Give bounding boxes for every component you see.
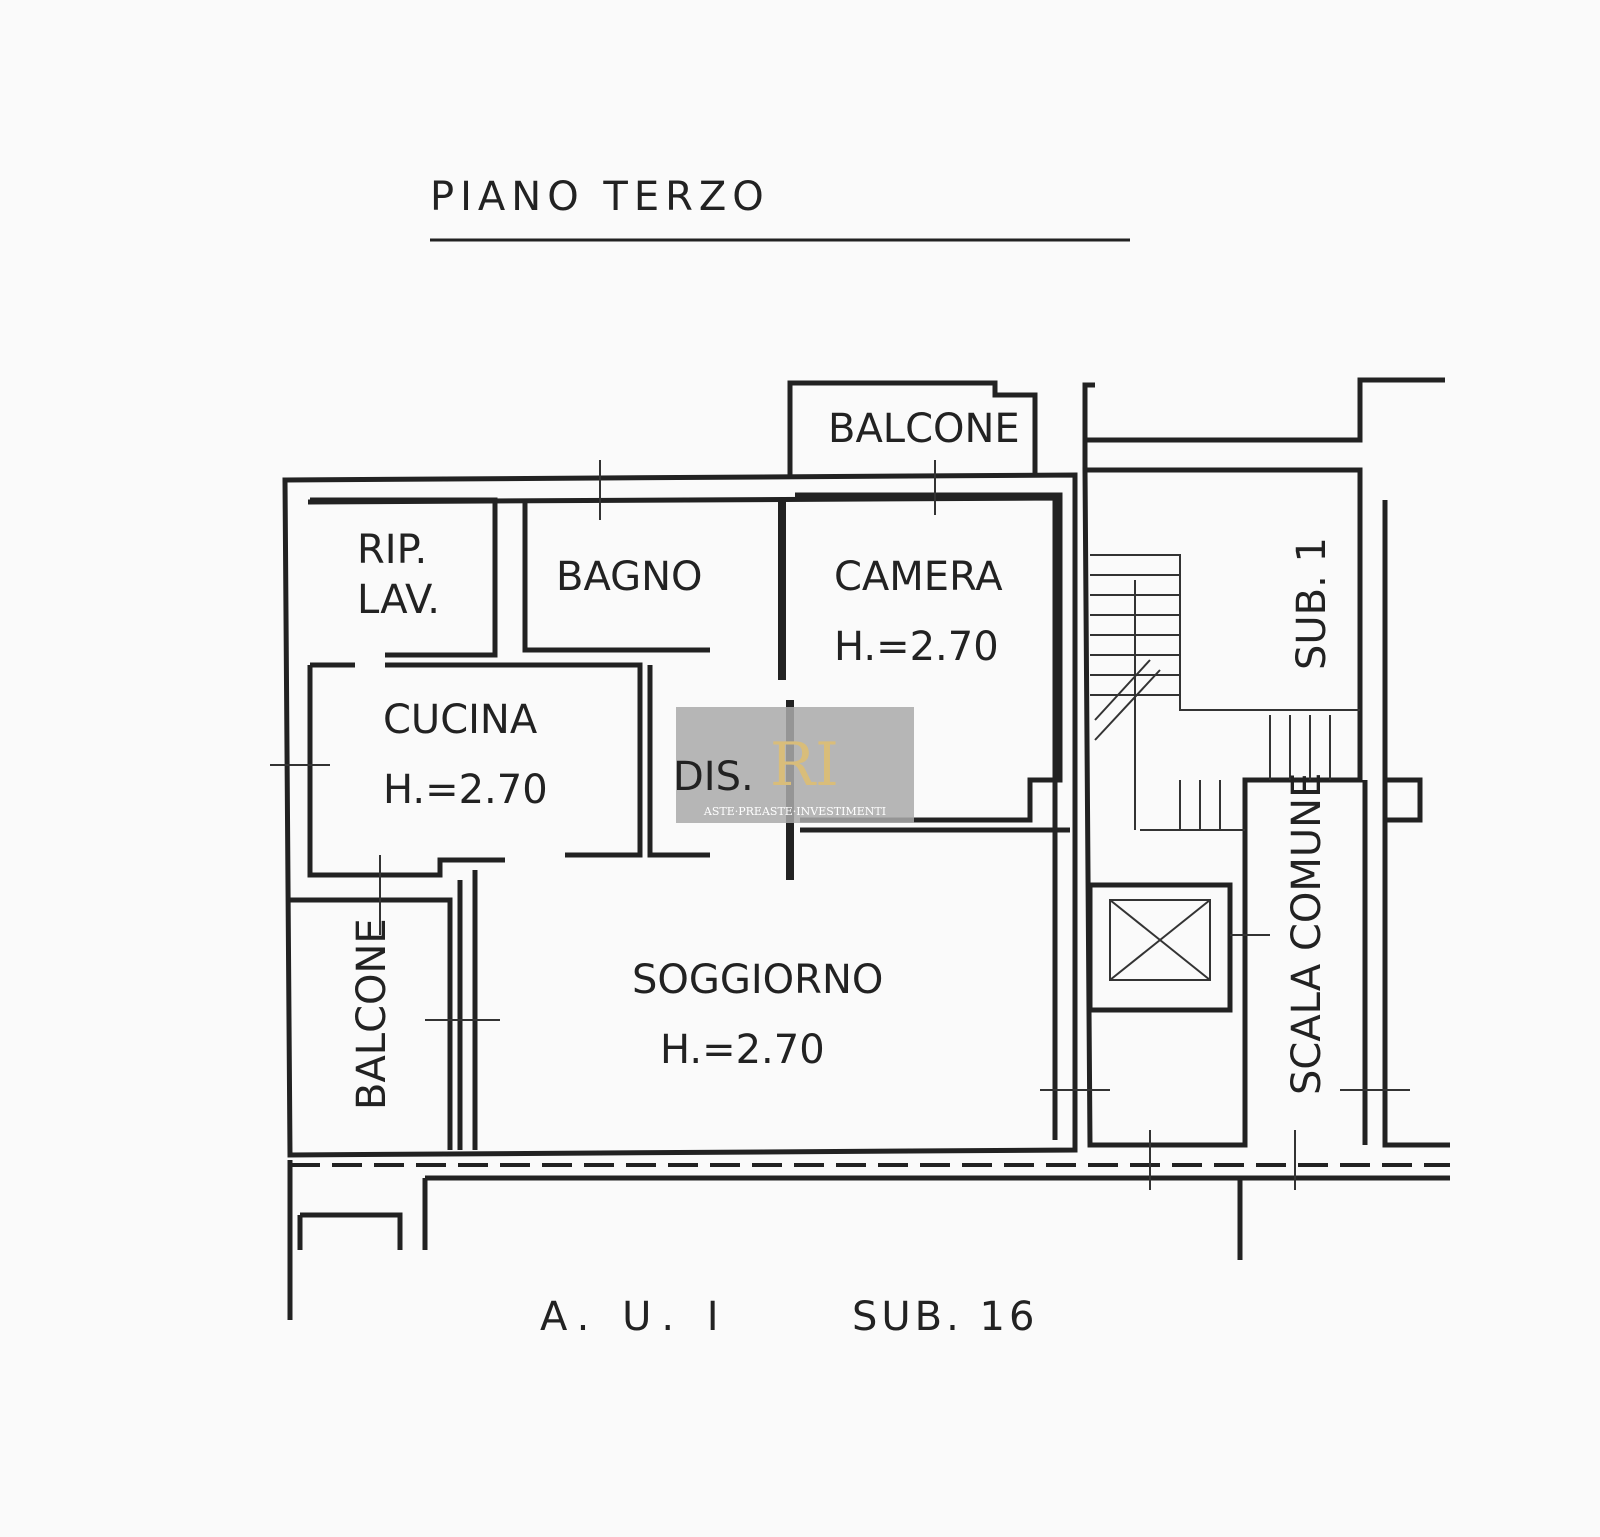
room-label-balcone-top: BALCONE	[828, 406, 1020, 452]
room-label-balcone-left: BALCONE	[349, 918, 395, 1110]
watermark-logo: RI	[770, 730, 839, 800]
room-height-camera: H.=2.70	[834, 624, 999, 670]
room-label-cucina: CUCINA	[383, 697, 538, 743]
room-label-dis: DIS.	[673, 754, 754, 800]
room-label-scala-comune: SCALA COMUNE	[1284, 773, 1330, 1095]
watermark-text: ASTE·PREASTE·INVESTIMENTI	[703, 805, 886, 818]
room-label-lav: LAV.	[357, 577, 440, 623]
footer-sub: SUB. 16	[852, 1294, 1038, 1340]
room-label-soggiorno: SOGGIORNO	[632, 957, 883, 1003]
walls	[270, 377, 1450, 1320]
room-label-bagno: BAGNO	[556, 554, 703, 600]
room-label-camera: CAMERA	[834, 554, 1003, 600]
room-label-sub1: SUB. 1	[1289, 537, 1335, 670]
plan-title: PIANO TERZO	[430, 174, 770, 220]
room-label-rip: RIP.	[357, 527, 427, 573]
room-height-cucina: H.=2.70	[383, 767, 548, 813]
watermark: RI ASTE·PREASTE·INVESTIMENTI	[676, 707, 914, 823]
room-height-soggiorno: H.=2.70	[660, 1027, 825, 1073]
footer-aui: A. U. I	[540, 1294, 729, 1340]
